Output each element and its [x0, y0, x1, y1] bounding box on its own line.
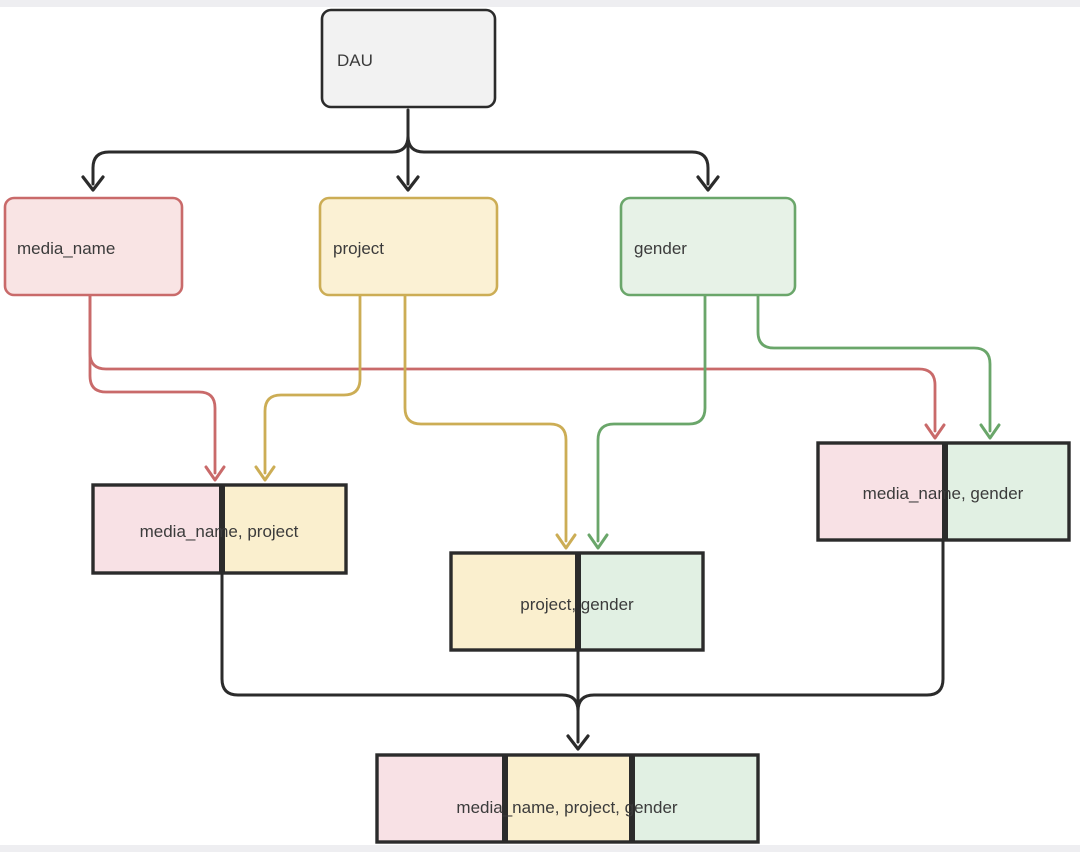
- media-name-gender-green-segment: [945, 443, 1069, 540]
- edges-from-media-name: [88, 294, 946, 482]
- arrowhead-final: [566, 734, 590, 751]
- final-green-segment: [632, 755, 758, 842]
- node-media-name-project-gender-label: media_name, project, gender: [456, 798, 677, 817]
- node-media-name-gender-label: media_name, gender: [863, 484, 1024, 503]
- node-media-name-box: [3, 196, 184, 297]
- media-name-gender-pink-segment: [818, 443, 945, 540]
- page-bottom-edge: [0, 845, 1080, 852]
- media-name-project-pink-segment: [93, 485, 222, 573]
- node-media-name: media_name: [3, 196, 184, 297]
- page-top-edge: [0, 0, 1080, 7]
- project-gender-border: [449, 551, 705, 652]
- node-media-name-project-gender: media_name, project, gender: [375, 753, 760, 844]
- edge-project-to-media-name-project: [263, 294, 362, 475]
- node-media-name-project-label: media_name, project: [140, 522, 299, 541]
- media-name-project-border: [91, 483, 348, 575]
- node-gender-label: gender: [634, 239, 687, 258]
- node-project: project: [318, 196, 499, 297]
- node-dau-label: DAU: [337, 51, 373, 70]
- media-name-gender-border: [816, 441, 1071, 542]
- media-name-project-yellow-segment: [222, 485, 346, 573]
- node-media-name-project: media_name, project: [91, 483, 348, 575]
- project-gender-green-segment: [578, 553, 703, 650]
- node-gender-box: [619, 196, 797, 297]
- arrowhead-media-name: [81, 175, 105, 192]
- edge-dau-to-gender: [406, 110, 710, 186]
- project-gender-yellow-segment: [451, 553, 578, 650]
- node-media-name-gender: media_name, gender: [816, 441, 1071, 542]
- arrowhead-gender: [696, 175, 720, 192]
- edge-gender-to-media-name-gender: [756, 294, 992, 433]
- edge-media-name-to-media-name-project: [88, 294, 217, 475]
- edge-media-name-to-media-name-gender: [88, 294, 937, 433]
- node-project-gender-label: project, gender: [520, 595, 634, 614]
- edge-project-to-project-gender: [403, 294, 568, 543]
- edge-gender-to-project-gender: [596, 294, 707, 543]
- edge-media-name-gender-to-final: [576, 538, 945, 713]
- final-pink-segment: [377, 755, 505, 842]
- edge-dau-to-media-name: [91, 110, 410, 186]
- final-border: [375, 753, 760, 844]
- node-project-label: project: [333, 239, 384, 258]
- arrowhead-red-media-name-project: [204, 465, 226, 482]
- arrowhead-green-media-name-gender: [979, 423, 1001, 440]
- arrowhead-project: [396, 175, 420, 192]
- final-yellow-segment: [505, 755, 632, 842]
- edge-media-name-project-to-final: [220, 571, 580, 713]
- arrowhead-yellow-media-name-project: [254, 465, 276, 482]
- node-dau: DAU: [320, 8, 497, 109]
- node-media-name-label: media_name: [17, 239, 115, 258]
- edges-from-gender: [587, 294, 1001, 550]
- node-dau-box: [320, 8, 497, 109]
- arrowhead-red-media-name-gender: [924, 423, 946, 440]
- edges-from-dau: [81, 108, 720, 192]
- edges-to-final-node: [220, 538, 945, 751]
- node-project-gender: project, gender: [449, 551, 705, 652]
- arrowhead-green-project-gender: [587, 533, 609, 550]
- edges-from-project: [254, 294, 577, 550]
- node-project-box: [318, 196, 499, 297]
- node-gender: gender: [619, 196, 797, 297]
- arrowhead-yellow-project-gender: [555, 533, 577, 550]
